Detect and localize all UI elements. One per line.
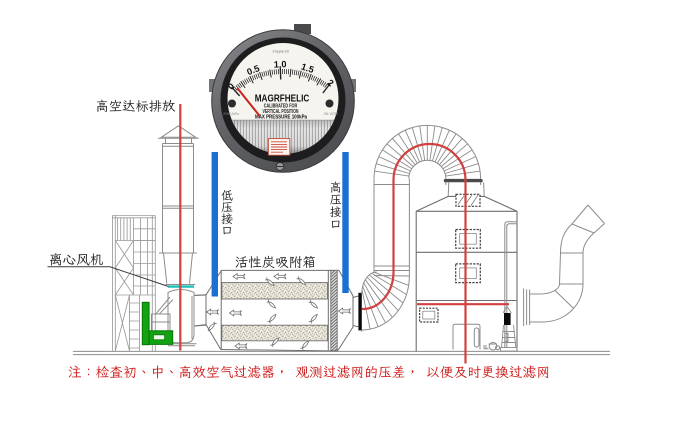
svg-text:MAGRFHELIC: MAGRFHELIC — [255, 93, 310, 105]
svg-text:chyparch: chyparch — [273, 50, 290, 54]
svg-text:VERTICAL POSITION: VERTICAL POSITION — [263, 109, 299, 115]
svg-text:1.5: 1.5 — [300, 62, 315, 75]
svg-text:0.5: 0.5 — [245, 63, 261, 77]
svg-text:MAX PRESSURE 100kPa: MAX PRESSURE 100kPa — [255, 114, 307, 120]
svg-text:1.0: 1.0 — [274, 59, 287, 69]
svg-text:0: 0 — [226, 81, 236, 92]
svg-text:CALIBRATED FOR: CALIBRATED FOR — [264, 104, 298, 110]
svg-text:2000-2kPa: 2000-2kPa — [223, 112, 239, 116]
svg-text:2: 2 — [325, 78, 335, 89]
svg-text:SN.10732: SN.10732 — [324, 112, 338, 116]
